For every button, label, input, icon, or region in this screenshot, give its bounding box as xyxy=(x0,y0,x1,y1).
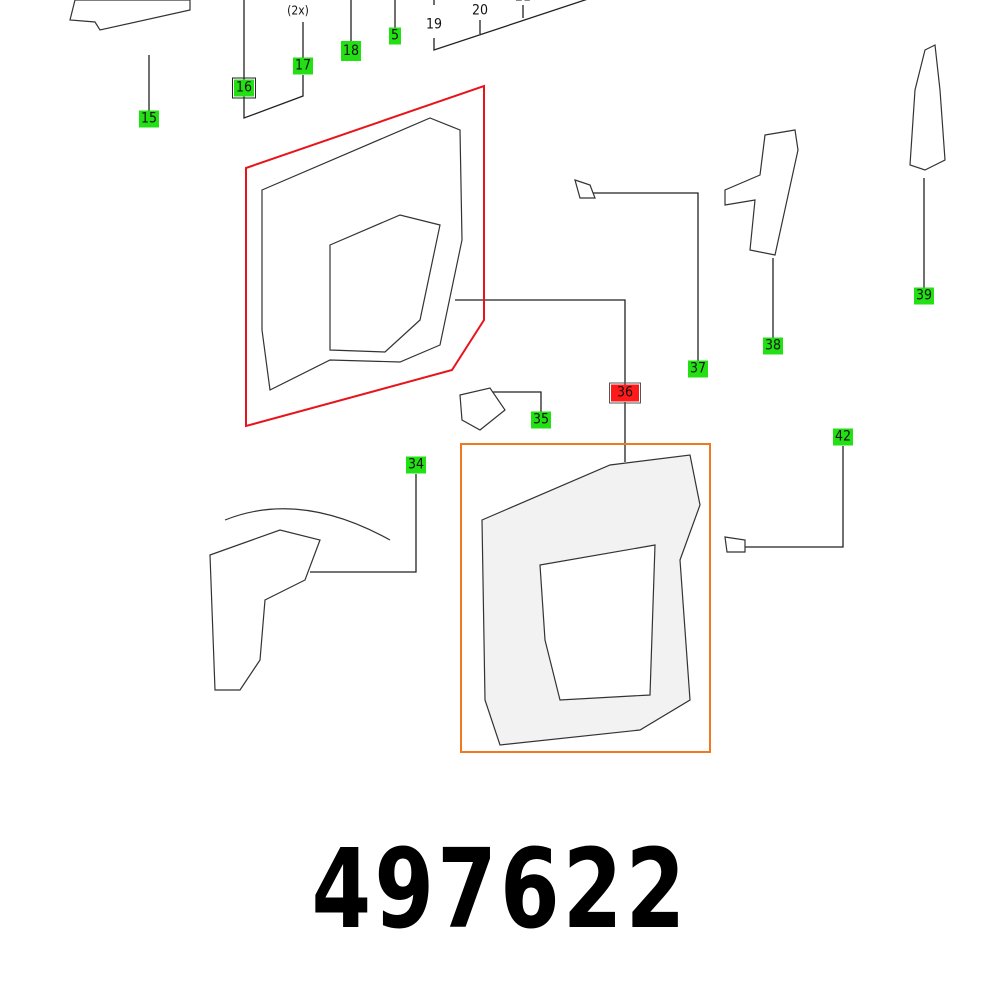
callout-18[interactable]: 18 xyxy=(340,41,362,61)
part-34-switch xyxy=(209,529,321,691)
callout-35[interactable]: 35 xyxy=(530,411,552,429)
callout-16[interactable]: 16 xyxy=(231,77,257,99)
callout-37[interactable]: 37 xyxy=(687,360,709,378)
part-35-cap xyxy=(459,387,506,431)
callout-5[interactable]: 5 xyxy=(388,27,402,45)
callout-21[interactable]: 21 xyxy=(513,0,533,6)
leader-16-17 xyxy=(243,0,304,119)
callout-19[interactable]: 19 xyxy=(425,16,443,33)
leader-42 xyxy=(740,446,844,548)
part-34-wire xyxy=(224,508,391,541)
leader-34 xyxy=(310,474,417,573)
leader-36 xyxy=(455,299,626,462)
part-outlines xyxy=(69,0,946,746)
part-number: 497622 xyxy=(311,825,689,953)
callout-38[interactable]: 38 xyxy=(762,337,784,355)
leader-19-20-21 xyxy=(433,0,587,51)
part-38-slider xyxy=(724,129,799,256)
part-36-grip-opening xyxy=(539,544,656,701)
callout-20[interactable]: 20 xyxy=(471,2,489,19)
part-39-hook xyxy=(909,44,946,171)
leader-lines xyxy=(148,0,925,573)
quantity-note: (2x) xyxy=(287,3,309,18)
part-42-screw xyxy=(724,536,746,553)
callout-17[interactable]: 17 xyxy=(292,57,314,75)
highlight-orange-frame xyxy=(460,443,711,753)
callout-15[interactable]: 15 xyxy=(138,110,160,128)
part-housing-cutout xyxy=(329,214,441,353)
callout-34[interactable]: 34 xyxy=(405,456,427,474)
part-15-motor xyxy=(69,0,191,31)
callout-39[interactable]: 39 xyxy=(913,287,935,305)
highlight-red-frame xyxy=(245,84,485,428)
leader-37 xyxy=(590,192,699,361)
callout-42[interactable]: 42 xyxy=(832,428,854,446)
part-37-clip xyxy=(574,179,596,199)
callout-36-selected[interactable]: 36 xyxy=(609,382,641,404)
leader-35 xyxy=(483,391,542,412)
